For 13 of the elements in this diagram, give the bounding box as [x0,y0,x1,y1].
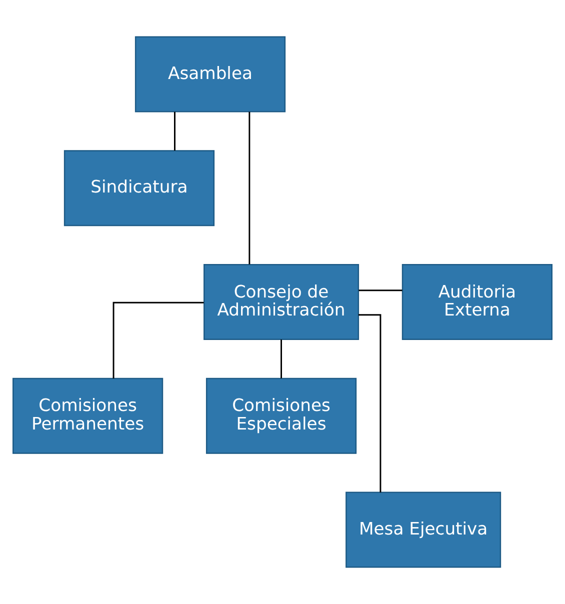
connector [174,112,176,151]
node-box: Comisiones Permanentes [12,378,164,454]
connector [358,314,382,492]
node-box: Asamblea [134,36,286,112]
connector [358,290,402,292]
connector [112,302,204,378]
node-box: Auditoria Externa [402,264,552,340]
node-box: Comisiones Especiales [206,378,357,454]
connector [248,112,250,264]
node-box: Consejo de Administración [204,264,360,340]
node-box: Mesa Ejecutiva [346,492,502,568]
node-box: Sindicatura [64,150,215,226]
connector [280,340,282,378]
